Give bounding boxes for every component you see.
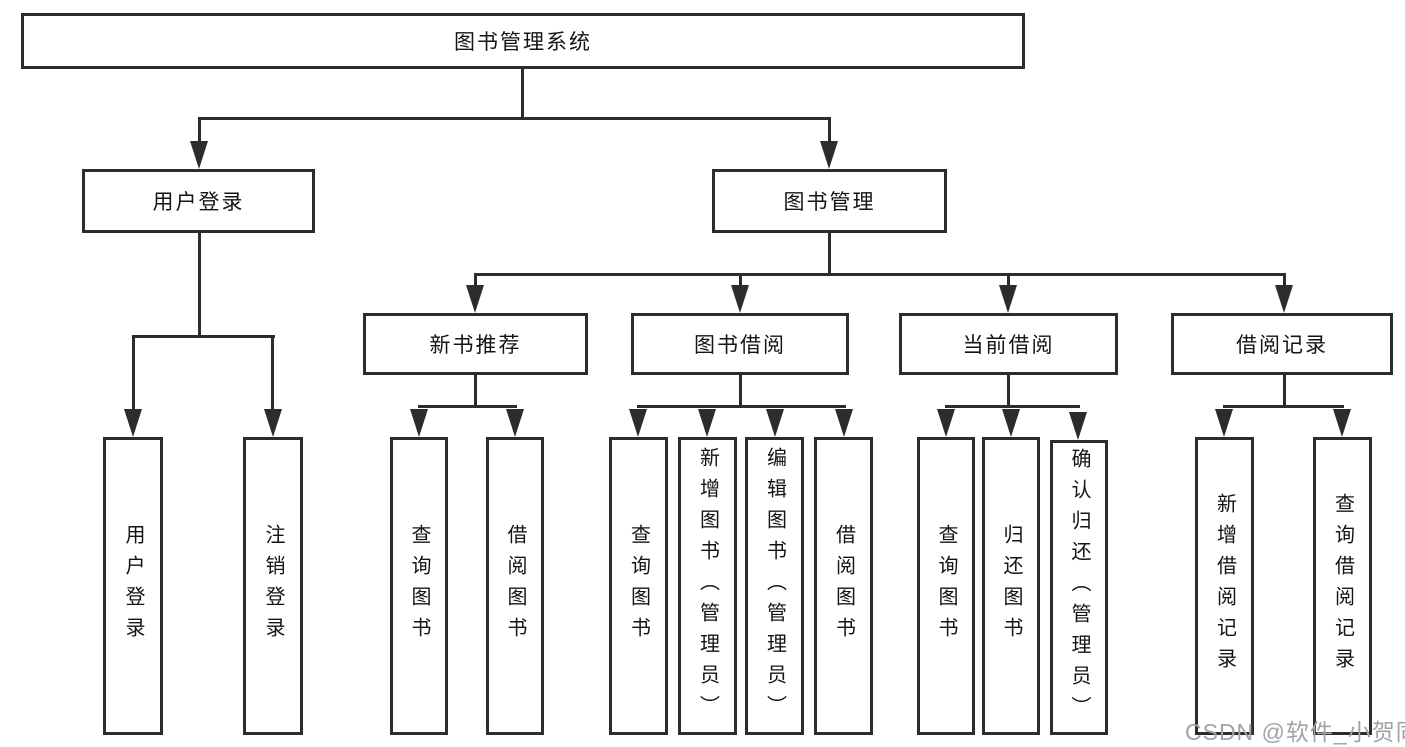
connector-line [637, 405, 846, 408]
connector-line [474, 273, 477, 287]
node-label: 用户登录 [152, 191, 245, 214]
leaf-label: 查询图书 [408, 524, 430, 648]
connector-line [828, 117, 831, 143]
watermark-csdn: CSDN @软件_小贺同学 [1185, 719, 1405, 745]
leaf-label: 查询图书 [935, 524, 957, 648]
arrow-down-icon [766, 409, 784, 437]
node-book-borrowing: 图书借阅 [631, 313, 849, 375]
node-borrowing-records: 借阅记录 [1171, 313, 1393, 375]
leaf-query-books-borrow: 查询图书 [609, 437, 668, 735]
arrow-down-icon [506, 409, 524, 437]
connector-line [1283, 273, 1286, 287]
node-library-management-system: 图书管理系统 [21, 13, 1025, 69]
connector-line [828, 233, 831, 275]
arrow-down-icon [1275, 285, 1293, 313]
connector-line [132, 335, 275, 338]
connector-line [521, 69, 524, 119]
connector-line [1223, 405, 1344, 408]
arrow-down-icon [410, 409, 428, 437]
leaf-label: 新增图书（管理员） [696, 446, 719, 726]
node-current-borrowing: 当前借阅 [899, 313, 1118, 375]
leaf-label: 查询借阅记录 [1331, 493, 1354, 679]
connector-line [474, 375, 477, 407]
arrow-down-icon [264, 409, 282, 437]
leaf-return-books: 归还图书 [982, 437, 1040, 735]
leaf-borrow-books-recommend: 借阅图书 [486, 437, 544, 735]
arrow-down-icon [190, 141, 208, 169]
connector-line [1007, 375, 1010, 407]
arrow-down-icon [629, 409, 647, 437]
leaf-edit-books-admin: 编辑图书（管理员） [745, 437, 804, 735]
leaf-label: 查询图书 [627, 524, 650, 648]
node-label: 新书推荐 [429, 334, 522, 357]
arrow-down-icon [698, 409, 716, 437]
connector-line [198, 117, 201, 143]
connector-line [739, 375, 742, 407]
leaf-label: 归还图书 [1000, 524, 1022, 648]
leaf-query-books-current: 查询图书 [917, 437, 975, 735]
leaf-label: 新增借阅记录 [1213, 493, 1236, 679]
leaf-label: 借阅图书 [504, 524, 526, 648]
leaf-logout-login: 注销登录 [243, 437, 303, 735]
arrow-down-icon [731, 285, 749, 313]
connector-line [132, 335, 135, 411]
connector-line [739, 273, 742, 287]
arrow-down-icon [1069, 412, 1087, 440]
node-user-login: 用户登录 [82, 169, 315, 233]
leaf-label: 用户登录 [122, 524, 144, 648]
connector-line [1283, 375, 1286, 407]
leaf-label: 编辑图书（管理员） [763, 446, 786, 726]
leaf-query-books-recommend: 查询图书 [390, 437, 448, 735]
leaf-label: 注销登录 [262, 524, 284, 648]
arrow-down-icon [835, 409, 853, 437]
arrow-down-icon [937, 409, 955, 437]
leaf-add-books-admin: 新增图书（管理员） [678, 437, 737, 735]
arrow-down-icon [1215, 409, 1233, 437]
leaf-label: 借阅图书 [832, 524, 855, 648]
leaf-add-borrow-record: 新增借阅记录 [1195, 437, 1254, 735]
node-label: 图书借阅 [694, 334, 786, 357]
node-label: 图书管理系统 [454, 31, 592, 54]
leaf-confirm-return-admin: 确认归还（管理员） [1050, 440, 1108, 735]
node-book-management: 图书管理 [712, 169, 947, 233]
node-new-book-recommendation: 新书推荐 [363, 313, 588, 375]
connector-line [474, 273, 1286, 276]
arrow-down-icon [466, 285, 484, 313]
node-label: 借阅记录 [1236, 334, 1328, 357]
arrow-down-icon [1333, 409, 1351, 437]
leaf-user-login: 用户登录 [103, 437, 163, 735]
connector-line [1007, 273, 1010, 287]
connector-line [198, 117, 831, 120]
arrow-down-icon [1002, 409, 1020, 437]
node-label: 图书管理 [783, 191, 876, 214]
arrow-down-icon [999, 285, 1017, 313]
connector-line [418, 405, 517, 408]
leaf-label: 确认归还（管理员） [1068, 448, 1090, 727]
arrow-down-icon [124, 409, 142, 437]
arrow-down-icon [820, 141, 838, 169]
connector-line [945, 405, 1080, 408]
leaf-query-borrow-record: 查询借阅记录 [1313, 437, 1372, 735]
node-label: 当前借阅 [962, 334, 1055, 357]
leaf-borrow-books: 借阅图书 [814, 437, 873, 735]
connector-line [271, 335, 274, 411]
connector-line [198, 233, 201, 337]
